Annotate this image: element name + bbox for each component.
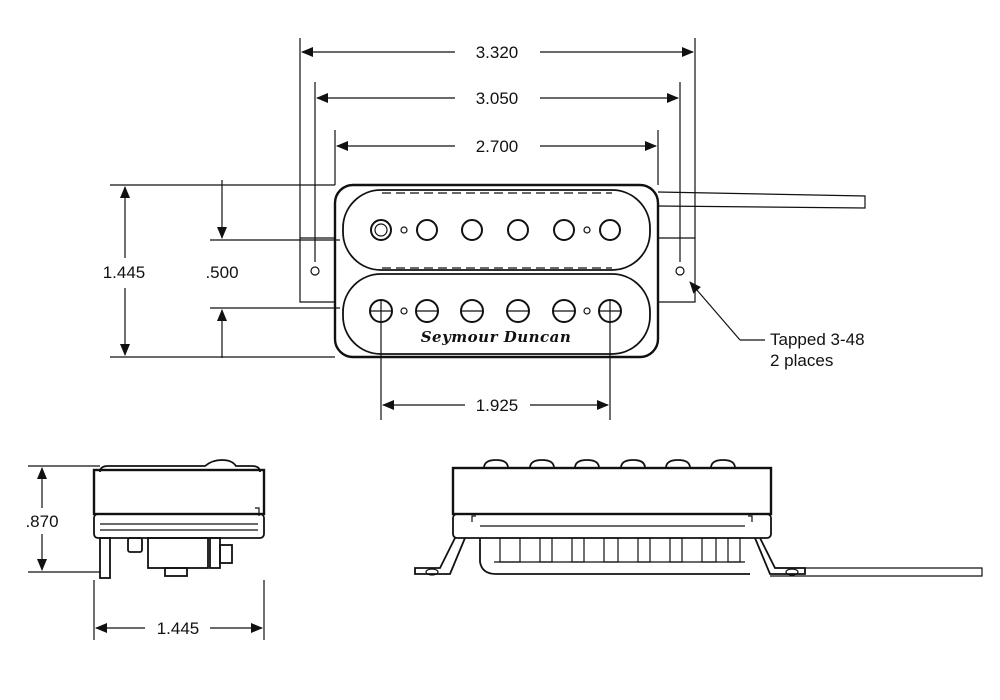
right-mounting-ear xyxy=(658,237,696,303)
note-line-1: Tapped 3-48 xyxy=(770,330,865,349)
south-coil xyxy=(342,273,651,355)
dim-cover-length: 2.700 xyxy=(334,130,659,185)
front-view-lead-wire xyxy=(770,567,983,577)
dim-pole-spacing: 1.925 xyxy=(380,300,611,420)
dim-label-3050: 3.050 xyxy=(476,89,519,108)
dim-depth: .870 xyxy=(25,465,100,573)
south-pole-pieces xyxy=(369,299,622,323)
front-view xyxy=(414,459,983,577)
dim-label-1445-side: 1.445 xyxy=(157,619,200,638)
brand-logo: Seymour Duncan xyxy=(421,328,572,346)
dim-mounting-spacing: 3.050 xyxy=(314,82,681,262)
side-view-base xyxy=(93,513,265,539)
dim-height: 1.445 xyxy=(103,184,335,358)
side-view-cover xyxy=(92,468,266,516)
left-mounting-hole xyxy=(310,266,320,276)
dim-overall-length: 3.320 xyxy=(299,38,696,238)
side-view-top xyxy=(99,459,261,473)
front-view-poles xyxy=(483,459,736,469)
dim-label-2700: 2.700 xyxy=(476,137,519,156)
front-view-left-ear xyxy=(414,537,466,575)
dim-label-870: .870 xyxy=(25,512,58,531)
front-view-components xyxy=(499,537,741,563)
left-mounting-ear xyxy=(299,237,335,303)
dim-label-3320: 3.320 xyxy=(476,43,519,62)
dim-label-1925: 1.925 xyxy=(476,396,519,415)
pickup-body xyxy=(333,183,660,359)
north-pole-pieces xyxy=(370,219,621,241)
top-view: Seymour Duncan xyxy=(299,183,866,359)
side-view-leg-left xyxy=(99,537,111,579)
side-view xyxy=(92,459,266,579)
front-view-cover xyxy=(451,466,773,516)
dim-side-width: 1.445 xyxy=(93,580,265,640)
right-mounting-hole xyxy=(675,266,685,276)
north-coil xyxy=(342,189,651,271)
dim-label-1445: 1.445 xyxy=(103,263,146,282)
dim-label-500: .500 xyxy=(205,263,238,282)
lead-wire xyxy=(657,191,866,209)
tapped-note: Tapped 3-48 2 places xyxy=(689,281,865,370)
front-view-right-ear xyxy=(754,537,806,575)
dim-coil-spacing: .500 xyxy=(205,180,340,358)
note-line-2: 2 places xyxy=(770,351,833,370)
side-view-baseplate xyxy=(147,537,209,569)
front-view-baseplate xyxy=(479,538,750,575)
